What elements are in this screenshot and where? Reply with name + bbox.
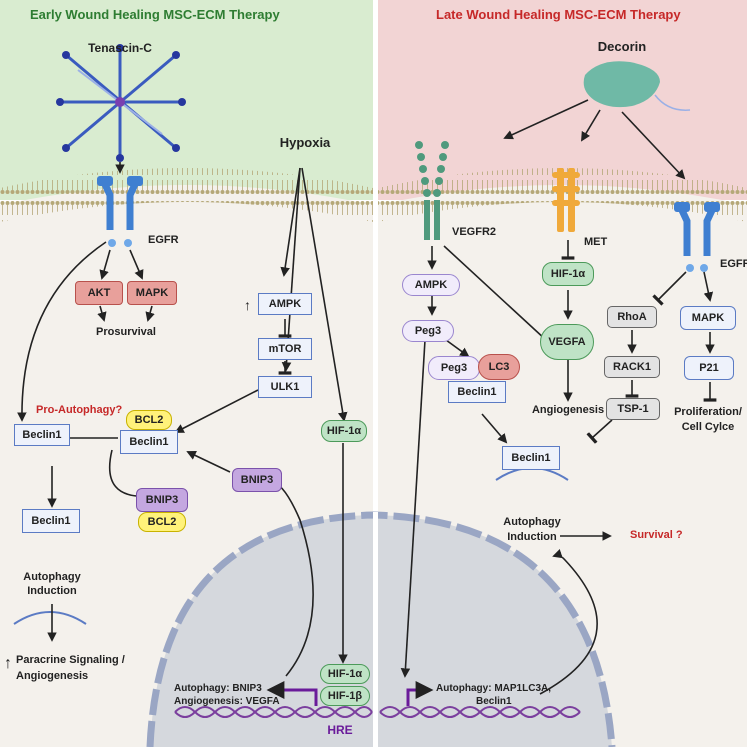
nucleus-text-left-2: Angiogenesis: VEGFA: [174, 696, 280, 707]
ampk-box-right: AMPK: [402, 274, 460, 296]
paracrine-label-2: Angiogenesis: [16, 670, 89, 682]
bcl2-box-a: BCL2: [126, 410, 172, 430]
angiogenesis-label-right: Angiogenesis: [531, 404, 605, 416]
nucleus-text-right-1: Autophagy: MAP1LC3A,: [436, 683, 551, 694]
nucleus-hif1a-box: HIF-1α: [320, 664, 370, 684]
arrow-decorin-vegfr2: [503, 99, 589, 140]
prosurvival-label: Prosurvival: [96, 326, 156, 338]
arrow-mapk-prosurvival: [145, 305, 155, 322]
arrow-egfr-akt: [99, 249, 111, 280]
lc3-box: LC3: [478, 354, 520, 380]
arrow-peg3-nucleus: [400, 339, 426, 678]
tsp1-box: TSP-1: [606, 398, 660, 420]
ulk1-box: ULK1: [258, 376, 312, 398]
nucleus-text-right-2: Beclin1: [476, 696, 512, 707]
arrow-hypoxia-hif1a: [301, 167, 348, 422]
prolif-label-1: Proliferation/: [674, 406, 742, 418]
egfr-receptor-left: [97, 176, 143, 247]
hypoxia-label: Hypoxia: [279, 135, 331, 150]
beclin1-cap-left: [13, 611, 87, 625]
peg3-box-b: Peg3: [428, 356, 480, 380]
dna-left: [174, 706, 373, 718]
peg3-box-a: Peg3: [402, 320, 454, 342]
beclin1-box-right-b: Beclin1: [502, 446, 560, 470]
rack1-box: RACK1: [604, 356, 660, 378]
beclin1-box-left-a: Beclin1: [14, 424, 70, 446]
mapk-box: MAPK: [127, 281, 177, 305]
egfr-label-left: EGFR: [148, 234, 179, 246]
prolif-label-2: Cell Cylce: [681, 421, 735, 433]
vegfa-box: VEGFA: [540, 324, 594, 360]
right-panel-title: Late Wound Healing MSC-ECM Therapy: [436, 7, 681, 22]
arrow-hypoxia-ampk2: [280, 167, 301, 277]
inhibit-tsp1-angiogenesis: [586, 419, 613, 444]
bcl2-box-b: BCL2: [138, 512, 186, 532]
autophagy-induction-right-1: Autophagy: [503, 516, 561, 528]
left-membrane: [0, 168, 373, 222]
arrow-peg3-complex: [445, 339, 470, 358]
inhibit-vegfr2-vegfa: [443, 245, 552, 346]
arrow-egfr-beclin1: [17, 241, 107, 422]
mtor-box: mTOR: [258, 338, 312, 360]
arrow-egfr-mapk: [129, 249, 144, 280]
panel-divider: [373, 0, 378, 747]
promoter-arrow-left: [266, 681, 318, 706]
survival-label: Survival ?: [630, 529, 683, 541]
left-panel-title: Early Wound Healing MSC-ECM Therapy: [30, 7, 280, 22]
nucleus-hif1b-box: HIF-1β: [320, 686, 370, 706]
hif1a-box-right: HIF-1α: [542, 262, 594, 286]
egfr-receptor-right: [674, 202, 720, 272]
pro-autophagy-label: Pro-Autophagy?: [36, 404, 123, 416]
promoter-arrow-right: [406, 681, 434, 706]
ampk-box-left: AMPK: [258, 293, 312, 315]
tenascin-c-molecule: [56, 44, 186, 162]
arrow-egfr-mapk: [703, 271, 714, 302]
nucleus-text-left-1: Autophagy: BNIP3: [174, 683, 262, 694]
bnip3-box-b: BNIP3: [136, 488, 188, 512]
autophagy-induction-left-1: Autophagy: [23, 571, 81, 583]
bnip3-box-a: BNIP3: [232, 468, 282, 492]
arrow-decorin-met: [581, 109, 601, 142]
egfr-label-right: EGFR: [720, 258, 747, 270]
paracrine-label-1: Paracrine Signaling /: [16, 654, 125, 666]
akt-box: AKT: [75, 281, 123, 305]
ampk-up-arrow: ↑: [244, 297, 251, 313]
dna-right: [379, 706, 581, 718]
beclin1-box-left-c: Beclin1: [22, 509, 80, 533]
vegfr2-label: VEGFR2: [452, 226, 497, 238]
met-label: MET: [584, 236, 608, 248]
hif1a-box-left: HIF-1α: [321, 420, 367, 442]
arrow-nucleus-autophagy: [539, 549, 598, 695]
arrow-akt-prosurvival: [97, 305, 107, 322]
beclin1-box-left-b: Beclin1: [120, 430, 178, 454]
autophagy-induction-right-2: Induction: [507, 531, 557, 543]
rhoa-box: RhoA: [607, 306, 657, 328]
paracrine-up-arrow: ↑: [4, 655, 12, 672]
arrow-ulk1-bcl2: [174, 389, 259, 433]
arrow-bnip3-beclin1: [186, 450, 231, 473]
nucleus: [150, 515, 612, 747]
tenascin-c-label: Tenascin-C: [88, 41, 152, 55]
arrow-complex-beclin1: [481, 413, 508, 444]
met-receptor: [552, 168, 580, 232]
decorin-molecule: [583, 61, 660, 108]
nucleus-divider: [373, 512, 378, 747]
p21-box: P21: [684, 356, 734, 380]
vegfr2-receptor: [415, 141, 449, 240]
decorin-label: Decorin: [597, 39, 647, 54]
mapk-box-right: MAPK: [680, 306, 736, 330]
hre-label: HRE: [327, 723, 353, 737]
decorin-tail: [654, 94, 691, 111]
inhibit-egfr-rhoa: [652, 271, 687, 306]
beclin1-box-right-a: Beclin1: [448, 381, 506, 403]
arrow-decorin-egfr: [621, 111, 686, 180]
autophagy-induction-left-2: Induction: [27, 585, 77, 597]
